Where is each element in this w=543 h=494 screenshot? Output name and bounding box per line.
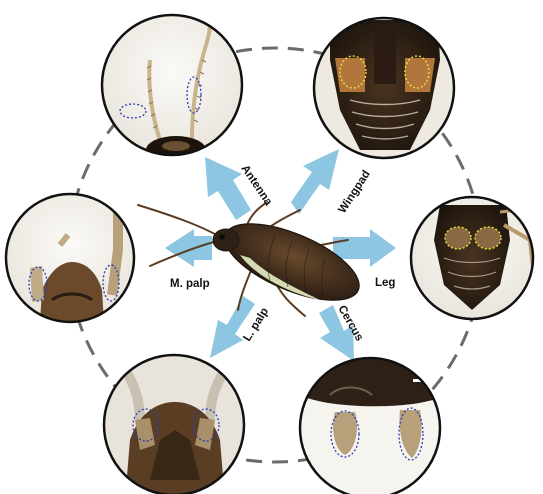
label-wingpad: Wingpad (336, 168, 372, 215)
cockroach-nymph-illustration (138, 203, 369, 316)
label-leg: Leg (375, 277, 395, 289)
arrow-wingpad (291, 149, 339, 214)
wingpad-photo (312, 16, 457, 161)
label-m-palp: M. palp (170, 278, 210, 290)
arrow-m-palp (165, 229, 212, 267)
cercus-photo (298, 356, 445, 494)
maxillary-palp-photo (4, 192, 136, 324)
labial-palp-photo (102, 353, 247, 494)
antenna-photo (100, 13, 245, 164)
leg-photo (410, 196, 535, 321)
